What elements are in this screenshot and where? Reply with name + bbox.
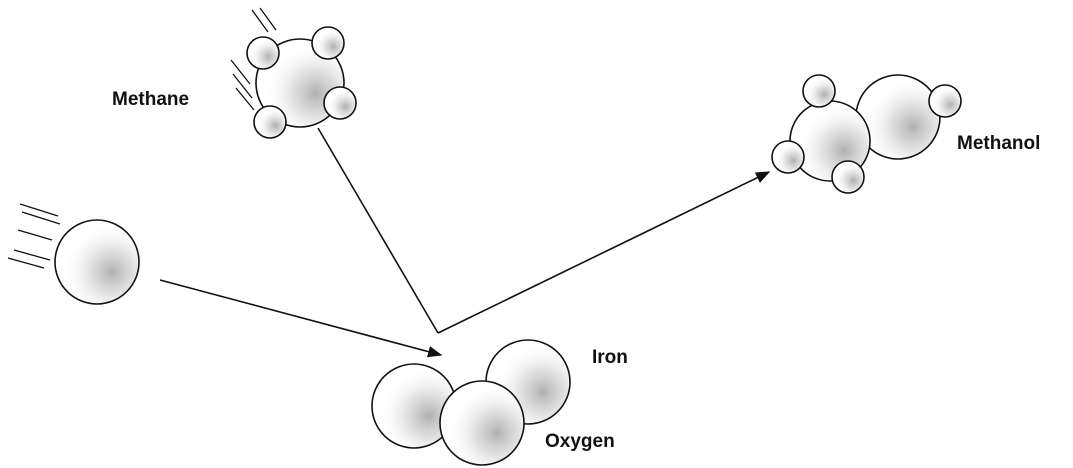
methane-path-line <box>317 127 439 334</box>
oxygen-atom <box>7 203 140 305</box>
methanol-label: Methanol <box>957 133 1040 154</box>
motion-lines-left <box>7 203 61 269</box>
reaction-arrows <box>159 127 771 358</box>
oxygen-label: Oxygen <box>545 431 615 452</box>
product-arrow <box>437 171 771 334</box>
methane-label: Methane <box>112 89 189 110</box>
atom-to-catalyst-arrow <box>159 279 443 358</box>
methanol-molecule <box>771 74 962 194</box>
methane-molecule <box>230 7 357 139</box>
iron-label: Iron <box>592 347 628 368</box>
motion-lines-methane <box>230 7 277 111</box>
iron-oxygen-cluster <box>371 339 571 466</box>
